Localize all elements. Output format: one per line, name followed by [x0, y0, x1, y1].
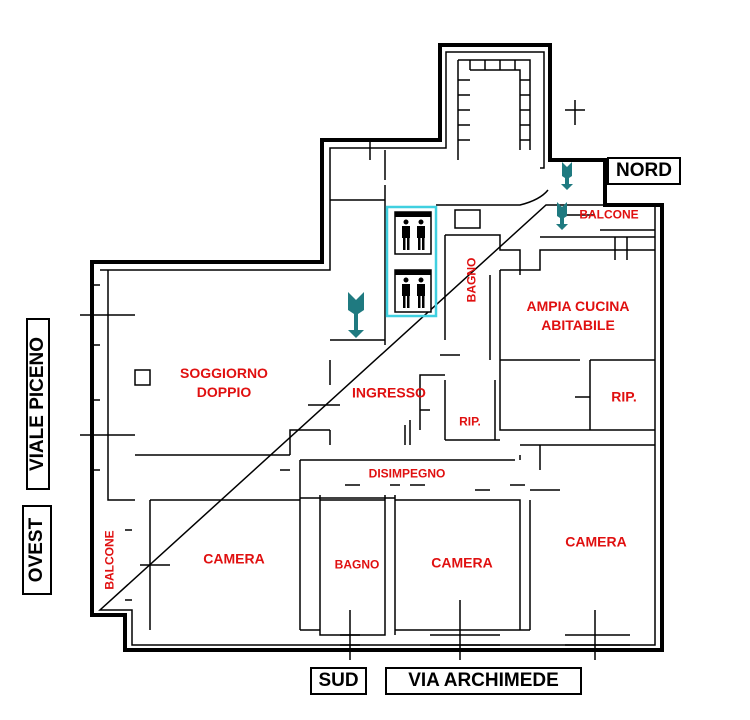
- room-bedroom-west: CAMERA: [203, 550, 265, 567]
- room-bath-south: BAGNO: [334, 557, 380, 572]
- south-street-label: VIA ARCHIMEDE: [385, 667, 582, 695]
- west-label: OVEST: [22, 505, 52, 595]
- west-street-text: VIALE PICENO: [27, 336, 49, 472]
- room-bath-north: BAGNO: [464, 257, 479, 303]
- room-closet-center: RIP.: [459, 414, 481, 429]
- room-living: SOGGIORNO DOPPIO: [180, 365, 268, 400]
- south-label: SUD: [310, 667, 367, 695]
- west-text: OVEST: [26, 517, 47, 583]
- room-balcony-north: BALCONE: [579, 207, 639, 222]
- room-balcony-west: BALCONE: [102, 530, 117, 590]
- room-bedroom-east: CAMERA: [565, 533, 627, 550]
- west-street-label: VIALE PICENO: [26, 318, 50, 490]
- room-closet-kitchen: RIP.: [611, 388, 637, 405]
- room-bedroom-middle: CAMERA: [431, 554, 493, 571]
- room-hallway: DISIMPEGNO: [368, 466, 446, 481]
- room-entrance: INGRESSO: [352, 384, 426, 401]
- room-kitchen: AMPIA CUCINA ABITABILE: [526, 298, 630, 333]
- elevator-people-icon: [385, 205, 438, 318]
- north-label: NORD: [607, 157, 681, 185]
- entry-arrow-icon: [348, 162, 573, 338]
